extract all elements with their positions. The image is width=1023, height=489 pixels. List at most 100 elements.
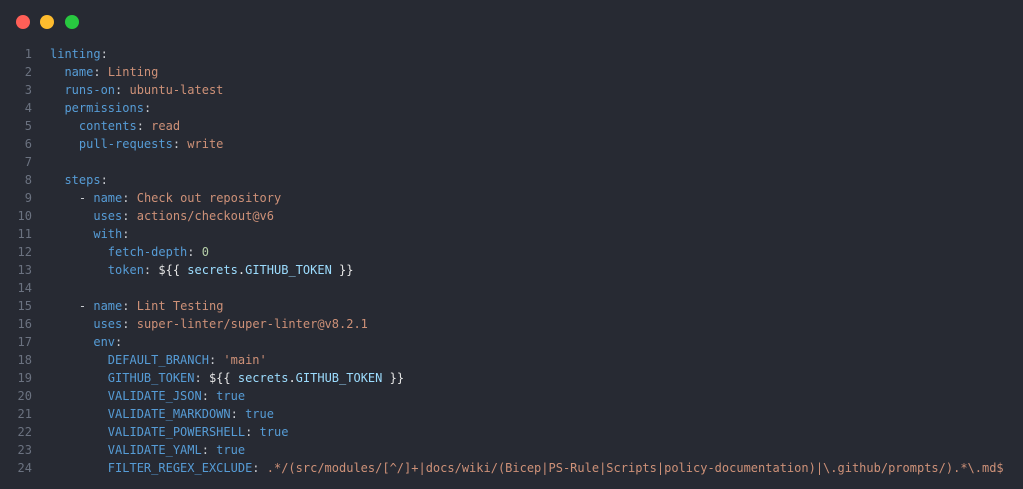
token-punct xyxy=(50,83,64,97)
line-content: VALIDATE_POWERSHELL: true xyxy=(50,423,289,441)
maximize-window-icon[interactable] xyxy=(65,15,79,29)
token-punct xyxy=(50,335,93,349)
token-punct xyxy=(50,389,108,403)
token-key: fetch-depth xyxy=(107,245,188,259)
token-punct: : xyxy=(122,317,137,331)
token-punct xyxy=(50,173,64,187)
code-line: 8 steps: xyxy=(0,171,1023,189)
token-key: steps xyxy=(64,173,101,187)
line-content: env: xyxy=(50,333,122,351)
token-punct: : xyxy=(252,461,267,475)
line-content: contents: read xyxy=(50,117,180,135)
token-key: VALIDATE_MARKDOWN xyxy=(107,407,231,421)
token-str: Check out repository xyxy=(136,191,282,205)
token-punct: : xyxy=(115,83,130,97)
token-punct: : xyxy=(143,263,159,277)
line-content: linting: xyxy=(50,45,108,63)
line-number: 24 xyxy=(17,461,32,475)
code-line: 18 DEFAULT_BRANCH: 'main' xyxy=(0,351,1023,369)
code-line: 22 VALIDATE_POWERSHELL: true xyxy=(0,423,1023,441)
token-expr: ${{ xyxy=(208,371,238,385)
token-punct: : xyxy=(230,407,246,421)
token-punct xyxy=(50,317,93,331)
line-content: VALIDATE_JSON: true xyxy=(50,387,245,405)
line-content: fetch-depth: 0 xyxy=(50,243,209,261)
line-number: 23 xyxy=(17,443,32,457)
token-punct: : xyxy=(136,119,152,133)
token-str: write xyxy=(187,137,224,151)
token-punct xyxy=(50,425,108,439)
token-punct: : xyxy=(122,191,137,205)
minimize-window-icon[interactable] xyxy=(40,15,54,29)
line-number: 4 xyxy=(24,101,32,115)
token-punct: : xyxy=(122,209,137,223)
token-key: name xyxy=(93,299,123,313)
line-content: VALIDATE_YAML: true xyxy=(50,441,245,459)
token-expr: . xyxy=(237,263,246,277)
code-line: 7 xyxy=(0,153,1023,171)
line-content: steps: xyxy=(50,171,107,189)
token-var: secrets xyxy=(187,263,238,277)
token-var: secrets xyxy=(237,371,289,385)
line-number: 6 xyxy=(24,137,32,151)
token-key: linting xyxy=(50,47,101,61)
line-number: 14 xyxy=(17,281,32,295)
token-key: VALIDATE_POWERSHELL xyxy=(107,425,246,439)
code-line: 2 name: Linting xyxy=(0,63,1023,81)
token-str: super-linter/super-linter@v8.2.1 xyxy=(136,317,368,331)
line-number: 22 xyxy=(17,425,32,439)
code-line: 16 uses: super-linter/super-linter@v8.2.… xyxy=(0,315,1023,333)
token-punct: - xyxy=(50,191,94,205)
token-punct xyxy=(50,101,64,115)
line-content: uses: super-linter/super-linter@v8.2.1 xyxy=(50,315,368,333)
code-line: 19 GITHUB_TOKEN: ${{ secrets.GITHUB_TOKE… xyxy=(0,369,1023,387)
token-punct xyxy=(50,263,108,277)
token-str: Lint Testing xyxy=(136,299,224,313)
token-str: ubuntu-latest xyxy=(129,83,224,97)
line-content: permissions: xyxy=(50,99,151,117)
line-content: uses: actions/checkout@v6 xyxy=(50,207,274,225)
token-key: contents xyxy=(78,119,137,133)
code-line: 9 - name: Check out repository xyxy=(0,189,1023,207)
close-window-icon[interactable] xyxy=(16,15,30,29)
window-titlebar xyxy=(0,0,1023,44)
code-line: 17 env: xyxy=(0,333,1023,351)
line-number: 12 xyxy=(17,245,32,259)
token-var: GITHUB_TOKEN xyxy=(245,263,332,277)
line-number: 16 xyxy=(17,317,32,331)
token-bool: true xyxy=(245,407,274,421)
token-bool: true xyxy=(216,389,246,403)
token-str: actions/checkout@v6 xyxy=(136,209,274,223)
token-punct xyxy=(50,137,79,151)
line-number: 9 xyxy=(24,191,32,205)
token-expr: }} xyxy=(382,371,405,385)
line-content: - name: Lint Testing xyxy=(50,297,224,315)
line-number: 20 xyxy=(17,389,32,403)
code-line: 11 with: xyxy=(0,225,1023,243)
token-bool: true xyxy=(259,425,289,439)
token-punct: : xyxy=(172,137,188,151)
code-line: 23 VALIDATE_YAML: true xyxy=(0,441,1023,459)
token-punct: : xyxy=(93,65,108,79)
token-key: runs-on xyxy=(64,83,116,97)
token-key: VALIDATE_JSON xyxy=(107,389,202,403)
token-str: .*/(src/modules/[^/]+|docs/wiki/(Bicep|P… xyxy=(266,461,1004,475)
line-number: 17 xyxy=(17,335,32,349)
token-expr: }} xyxy=(331,263,354,277)
code-line: 14 xyxy=(0,279,1023,297)
code-line: 13 token: ${{ secrets.GITHUB_TOKEN }} xyxy=(0,261,1023,279)
token-key: DEFAULT_BRANCH xyxy=(107,353,209,367)
token-punct xyxy=(50,227,93,241)
line-number: 21 xyxy=(17,407,32,421)
line-number: 3 xyxy=(24,83,32,97)
token-punct: : xyxy=(187,245,202,259)
code-line: 4 permissions: xyxy=(0,99,1023,117)
line-number: 18 xyxy=(17,353,32,367)
code-line: 20 VALIDATE_JSON: true xyxy=(0,387,1023,405)
token-str: 'main' xyxy=(223,353,267,367)
code-line: 10 uses: actions/checkout@v6 xyxy=(0,207,1023,225)
token-punct: : xyxy=(201,443,217,457)
line-content: token: ${{ secrets.GITHUB_TOKEN }} xyxy=(50,261,354,279)
